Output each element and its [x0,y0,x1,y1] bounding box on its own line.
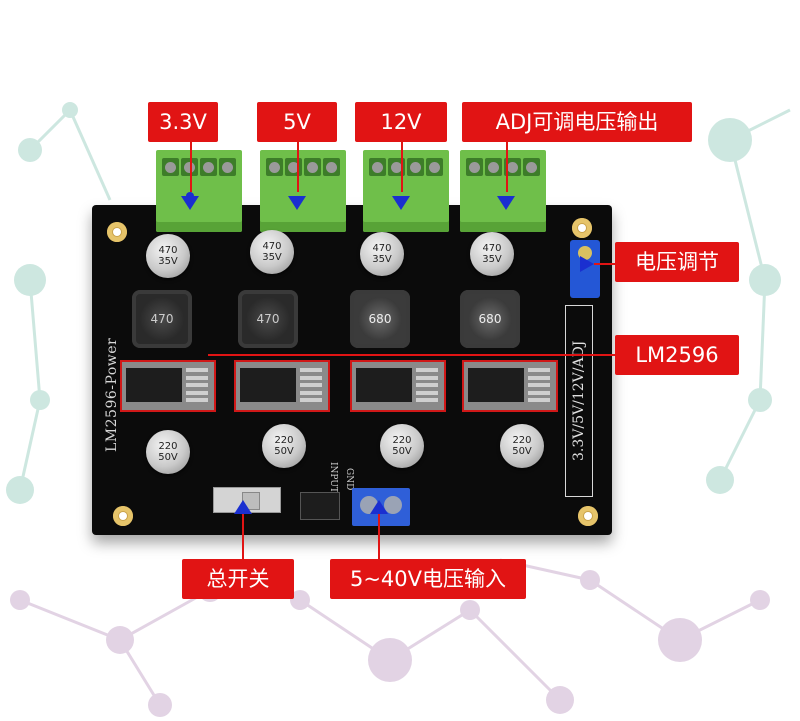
callout-line-input [378,514,380,559]
label-5v: 5V [257,102,337,142]
arrow-adj-icon [497,196,515,210]
arrow-pot-icon [580,256,594,272]
inductor-4: 680 [460,290,520,348]
arrow-5v-icon [288,196,306,210]
label-3v3: 3.3V [148,102,218,142]
mounting-hole-bottom-left [113,506,133,526]
lm2596-chip-1 [120,360,216,412]
label-voltage-adjust: 电压调节 [615,242,739,282]
terminal-block-12v[interactable] [363,150,449,232]
label-12v: 12V [355,102,447,142]
callout-line-pot [594,263,615,265]
callout-line-switch [242,514,244,559]
capacitor-bottom-4: 220 50V [500,424,544,468]
silkscreen-input: INPUT [328,462,338,493]
inductor-1-marking: 470 [140,297,184,341]
arrow-switch-icon [234,500,252,514]
label-input-voltage: 5~40V电压输入 [330,559,526,599]
capacitor-bottom-2: 220 50V [262,424,306,468]
lm2596-chip-2 [234,360,330,412]
mounting-hole-top-left [107,222,127,242]
silkscreen-gnd: GND [344,468,354,491]
label-main-switch: 总开关 [182,559,294,599]
inductor-3-marking: 680 [358,297,402,341]
capacitor-top-4: 470 35V [470,232,514,276]
mounting-hole-bottom-right [578,506,598,526]
capacitor-bottom-1: 220 50V [146,430,190,474]
callout-line-3v3 [190,142,192,192]
mounting-hole-top-right [572,218,592,238]
callout-line-lm2596 [208,354,615,356]
inductor-1: 470 [132,290,192,348]
terminal-block-3v3[interactable] [156,150,242,232]
arrow-12v-icon [392,196,410,210]
input-diode [300,492,340,520]
inductor-2: 470 [238,290,298,348]
lm2596-chip-3 [350,360,446,412]
capacitor-bottom-3: 220 50V [380,424,424,468]
callout-line-adj [506,142,508,192]
arrow-input-icon [370,500,388,514]
inductor-2-marking: 470 [246,297,290,341]
arrow-3v3-icon [181,196,199,210]
inductor-3: 680 [350,290,410,348]
terminal-block-5v[interactable] [260,150,346,232]
callout-line-5v [297,142,299,192]
silkscreen-output-list: 3.3V/5V/12V/ADJ [565,305,593,497]
capacitor-top-2: 470 35V [250,230,294,274]
capacitor-top-3: 470 35V [360,232,404,276]
label-adj-output: ADJ可调电压输出 [462,102,692,142]
lm2596-chip-4 [462,360,558,412]
capacitor-top-1: 470 35V [146,234,190,278]
callout-line-12v [401,142,403,192]
label-lm2596: LM2596 [615,335,739,375]
terminal-block-adj[interactable] [460,150,546,232]
inductor-4-marking: 680 [468,297,512,341]
